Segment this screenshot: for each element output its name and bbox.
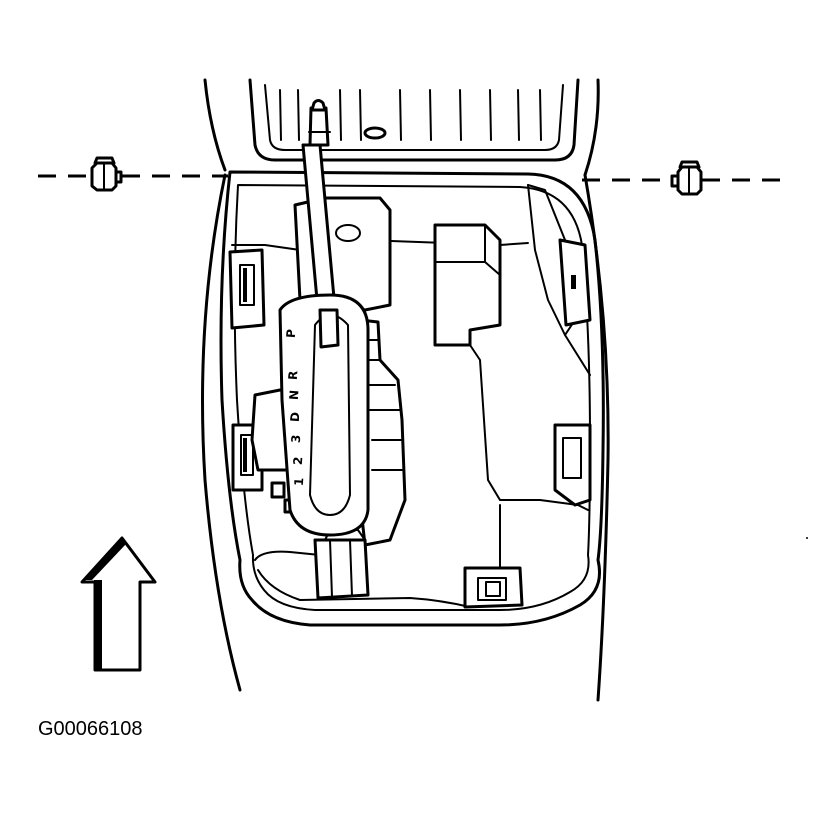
dash-vent-slats: [279, 89, 542, 141]
bottom-clip: [463, 566, 524, 609]
left-nut-icon: [90, 156, 123, 192]
dash-panel: [203, 78, 600, 177]
gear-label-p: P: [284, 329, 299, 339]
shift-indicator-plate: [278, 293, 370, 537]
gear-label-2: 2: [291, 456, 306, 465]
gear-label-3: 3: [289, 434, 304, 443]
gear-label-1: 1: [292, 477, 307, 486]
front-direction-arrow-icon: [80, 536, 157, 672]
right-upper-clip: [558, 238, 592, 327]
gear-label-d: D: [288, 412, 303, 423]
gear-position-labels: P R N D 3 2 1: [284, 329, 307, 487]
gear-label-n: N: [287, 389, 302, 400]
fastener-center-line: [38, 174, 782, 182]
right-nut-icon: [670, 160, 703, 196]
left-upper-clip: [228, 248, 266, 330]
speck: [806, 537, 808, 539]
figure-id: G00066108: [38, 718, 143, 740]
right-lower-clip: [553, 423, 592, 507]
wiring-module: [433, 223, 502, 347]
gear-label-r: R: [286, 370, 301, 380]
